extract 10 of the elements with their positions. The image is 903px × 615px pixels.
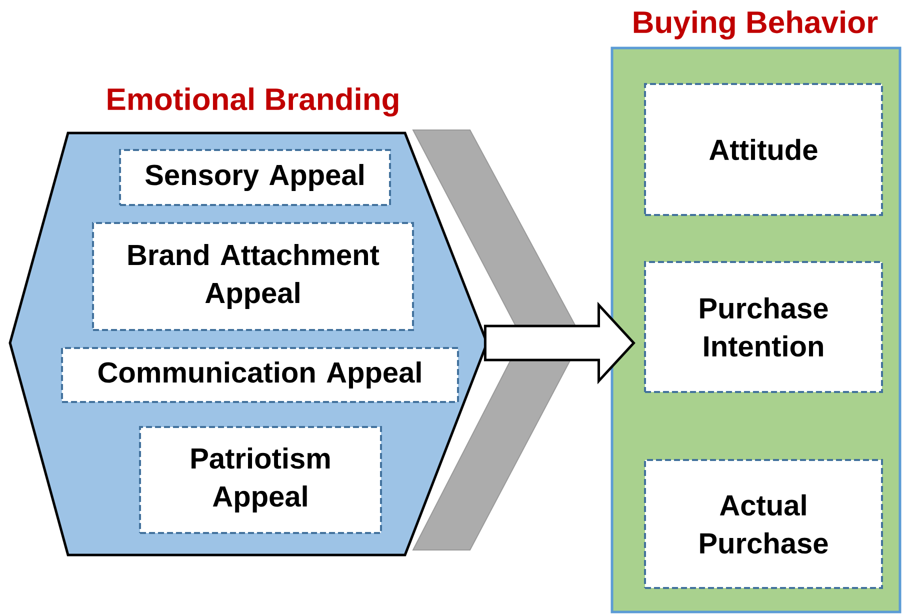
text-box: Purchase Intention — [644, 261, 883, 393]
text-box: Sensory Appeal — [119, 148, 391, 206]
text-box: Patriotism Appeal — [139, 426, 382, 534]
text-box: Actual Purchase — [644, 458, 883, 589]
text-box: Attitude — [644, 83, 883, 216]
heading: Buying Behavior — [634, 10, 878, 40]
text-box: Communication Appeal — [61, 347, 459, 403]
block-arrow — [484, 302, 636, 384]
heading: Emotional Branding — [108, 87, 398, 116]
text-box: Brand Attachment Appeal — [92, 222, 414, 331]
